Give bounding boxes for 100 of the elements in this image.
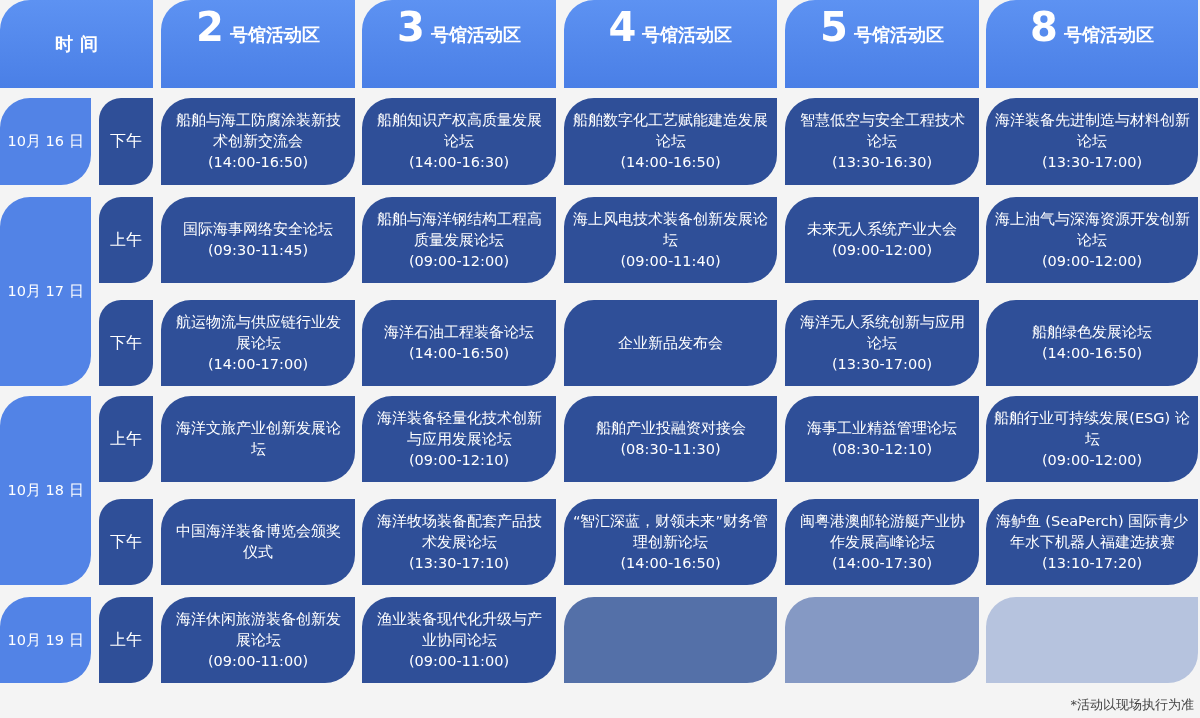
event-title: 中国海洋装备博览会颁奖仪式 xyxy=(174,522,342,562)
event-title: 海洋石油工程装备论坛 xyxy=(384,323,534,342)
hall-number: 5 xyxy=(820,4,848,50)
event-time: (09:30-11:45) xyxy=(207,241,309,260)
period-tab xyxy=(99,499,153,585)
event-title: 海上油气与深海资源开发创新论坛 xyxy=(994,209,1190,250)
event-card xyxy=(564,98,777,185)
event-title: 船舶产业投融资对接会 xyxy=(595,419,746,438)
header-tab xyxy=(362,0,556,88)
event-title: 船舶与海洋钢结构工程高质量发展论坛 xyxy=(375,209,543,250)
footnote: *活动以现场执行为准 xyxy=(1070,696,1194,714)
hall-name: 号馆活动区 xyxy=(430,23,521,47)
date-text: 10月 16 日 xyxy=(7,132,84,151)
empty-card xyxy=(785,597,979,683)
event-time: (13:30-16:30) xyxy=(831,153,933,172)
hall-number: 8 xyxy=(1030,4,1058,50)
period-text: 上午 xyxy=(110,629,142,651)
period-tab xyxy=(99,98,153,185)
header-tab xyxy=(0,0,153,88)
event-time: (13:10-17:20) xyxy=(1041,553,1143,573)
event-title: 海洋无人系统创新与应用论坛 xyxy=(798,312,966,353)
period-tab xyxy=(99,300,153,386)
event-title: 国际海事网络安全论坛 xyxy=(183,220,333,239)
period-text: 上午 xyxy=(110,428,142,450)
event-time: (14:00-16:50) xyxy=(408,344,510,363)
event-card xyxy=(564,300,777,386)
header-tab xyxy=(564,0,777,88)
event-title: 海洋文旅产业创新发展论坛 xyxy=(174,419,342,459)
period-text: 下午 xyxy=(110,332,142,354)
event-title: 海洋装备先进制造与材料创新论坛 xyxy=(994,111,1190,151)
event-time: (14:00-16:50) xyxy=(1041,344,1143,363)
event-time: (13:30-17:00) xyxy=(1041,153,1143,172)
date-text: 10月 18 日 xyxy=(7,481,84,500)
event-card xyxy=(362,300,556,386)
event-card xyxy=(785,98,979,185)
event-card xyxy=(161,300,355,386)
event-title: 渔业装备现代化升级与产业协同论坛 xyxy=(375,609,543,650)
event-card xyxy=(785,499,979,585)
event-title: 航运物流与供应链行业发展论坛 xyxy=(174,312,342,353)
event-title: 海洋装备轻量化技术创新与应用发展论坛 xyxy=(375,408,543,449)
hall-number: 4 xyxy=(608,4,637,50)
hall-name: 号馆活动区 xyxy=(642,23,733,47)
period-text: 下午 xyxy=(110,531,142,553)
event-title: 智慧低空与安全工程技术论坛 xyxy=(798,111,966,151)
event-card xyxy=(161,197,355,283)
event-time: (14:00-16:50) xyxy=(620,553,721,573)
hall-number: 2 xyxy=(196,4,224,50)
event-time: (08:30-11:30) xyxy=(620,440,721,459)
date-text: 10月 19 日 xyxy=(7,630,84,650)
event-card xyxy=(362,499,556,585)
event-card xyxy=(362,597,556,683)
event-title: 船舶行业可持续发展(ESG) 论坛 xyxy=(994,408,1190,449)
event-time: (09:00-11:40) xyxy=(620,251,721,271)
event-card xyxy=(986,197,1198,283)
event-title: 未来无人系统产业大会 xyxy=(807,220,957,239)
event-time: (14:00-16:30) xyxy=(408,153,510,172)
event-card xyxy=(785,396,979,482)
date-tab xyxy=(0,396,91,585)
hall-name: 号馆活动区 xyxy=(853,23,944,47)
event-card xyxy=(564,396,777,482)
event-card xyxy=(161,499,355,585)
header-tab xyxy=(161,0,355,88)
event-card xyxy=(161,98,355,185)
event-card xyxy=(564,499,777,585)
event-card xyxy=(986,98,1198,185)
period-tab xyxy=(99,597,153,683)
event-time: (09:00-12:00) xyxy=(831,241,933,260)
event-card xyxy=(986,396,1198,482)
event-time: (09:00-12:00) xyxy=(408,251,510,271)
event-time: (13:30-17:00) xyxy=(831,354,933,374)
date-tab xyxy=(0,197,91,386)
hall-name: 号馆活动区 xyxy=(1063,23,1154,47)
event-time: (08:30-12:10) xyxy=(831,440,933,459)
empty-card xyxy=(564,597,777,683)
event-card xyxy=(986,499,1198,585)
hall-number: 3 xyxy=(397,4,425,50)
event-time: (09:00-12:00) xyxy=(1041,251,1143,271)
event-card xyxy=(362,396,556,482)
event-time: (14:00-16:50) xyxy=(620,153,721,172)
event-time: (14:00-16:50) xyxy=(207,153,309,172)
event-card xyxy=(362,197,556,283)
event-time: (09:00-12:00) xyxy=(1041,450,1143,470)
period-tab xyxy=(99,396,153,482)
event-title: 海鲈鱼 (SeaPerch) 国际青少年水下机器人福建选拔赛 xyxy=(994,511,1190,552)
event-title: 海洋牧场装备配套产品技术发展论坛 xyxy=(375,511,543,552)
event-time: (09:00-11:00) xyxy=(408,651,510,671)
event-title: 船舶知识产权高质量发展论坛 xyxy=(375,111,543,151)
event-title: 企业新品发布会 xyxy=(618,333,723,353)
event-title: 海上风电技术装备创新发展论坛 xyxy=(572,209,769,250)
event-title: 船舶与海工防腐涂装新技术创新交流会 xyxy=(174,111,342,151)
event-time: (09:00-11:00) xyxy=(207,651,309,671)
event-card xyxy=(785,197,979,283)
event-card xyxy=(161,396,355,482)
period-text: 下午 xyxy=(110,131,142,152)
header-tab xyxy=(986,0,1198,88)
event-title: 海事工业精益管理论坛 xyxy=(807,419,957,438)
event-title: 船舶数字化工艺赋能建造发展论坛 xyxy=(572,111,769,151)
date-text: 10月 17 日 xyxy=(7,282,84,301)
event-title: “智汇深蓝，财领未来”财务管理创新论坛 xyxy=(572,511,769,552)
header-tab xyxy=(785,0,979,88)
